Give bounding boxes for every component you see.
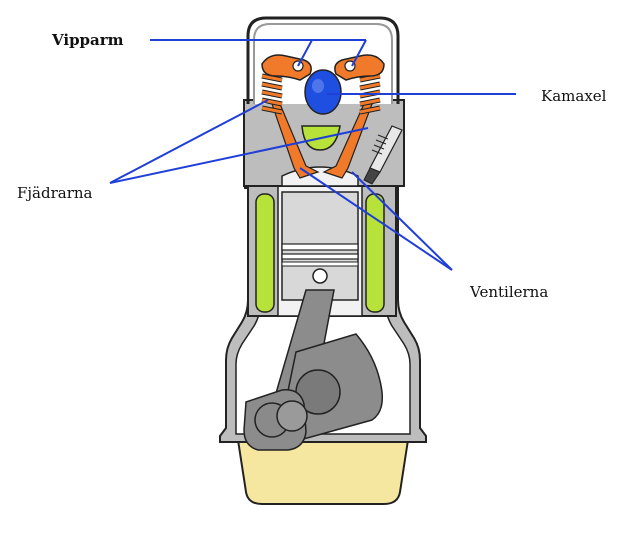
coolant-jacket-right [365, 193, 385, 313]
label-ventilerna: Ventilerna [470, 283, 549, 301]
valve-spring-left [261, 73, 283, 115]
piston-pin [312, 268, 328, 284]
valve-cover-inner [253, 23, 393, 104]
leader-vipparm-3 [297, 39, 313, 67]
coolant-jacket-left [255, 193, 275, 313]
leader-lines [109, 39, 516, 271]
leader-ventilerna-2 [351, 171, 453, 271]
piston-ring-2 [281, 253, 359, 260]
leader-vipparm-4 [351, 39, 367, 67]
leader-fjadrarna-1 [109, 99, 269, 184]
crank-pin-right [276, 400, 308, 432]
label-kamaxel: Kamaxel [541, 87, 607, 105]
spark-plug [363, 125, 403, 185]
leader-fjadrarna-2 [109, 127, 369, 184]
label-vipparm: Vipparm [52, 31, 124, 49]
camshaft-highlight [312, 79, 324, 93]
oil-sump [236, 439, 410, 505]
camshaft [304, 69, 342, 115]
label-fjadrarna: Fjädrarna [17, 184, 93, 202]
piston-ring-3 [281, 261, 359, 267]
piston-ring-1 [281, 243, 359, 251]
valve-cover [246, 16, 400, 104]
leader-ventilerna-1 [299, 167, 453, 271]
